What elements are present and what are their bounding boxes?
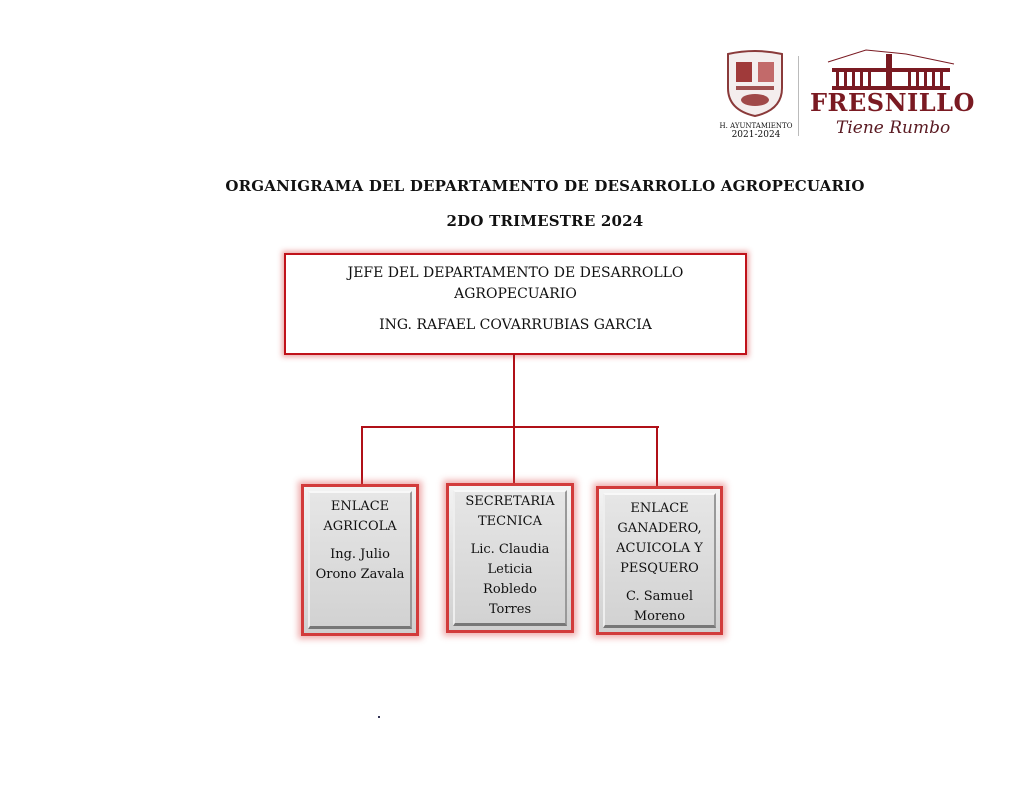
unit-name: Torres bbox=[488, 602, 532, 617]
stray-dot bbox=[378, 716, 380, 718]
org-node-enlace-ganadero: ENLACE GANADERO, ACUICOLA Y PESQUERO C. … bbox=[596, 486, 723, 635]
logo-divider bbox=[798, 56, 799, 136]
unit-role: PESQUERO bbox=[620, 561, 699, 576]
fresnillo-logo: H. AYUNTAMIENTO 2021-2024 FRESNILLO Tien… bbox=[718, 48, 974, 144]
connector bbox=[513, 426, 515, 485]
unit-name: Orono Zavala bbox=[315, 567, 405, 582]
unit-name: Leticia bbox=[487, 562, 533, 577]
unit-name: Moreno bbox=[633, 609, 686, 624]
connector bbox=[361, 426, 363, 486]
unit-name: Lic. Claudia bbox=[470, 542, 550, 557]
unit-name: C. Samuel bbox=[626, 589, 693, 604]
connector bbox=[656, 426, 658, 488]
unit-role: AGRICOLA bbox=[323, 519, 397, 534]
unit-name: Robledo bbox=[483, 582, 537, 597]
connector bbox=[513, 354, 515, 428]
org-node-enlace-agricola: ENLACE AGRICOLA Ing. Julio Orono Zavala bbox=[301, 484, 419, 636]
head-role-cont: AGROPECUARIO bbox=[454, 286, 577, 302]
brand-name: FRESNILLO bbox=[810, 88, 975, 117]
head-name: ING. RAFAEL COVARRUBIAS GARCIA bbox=[379, 317, 652, 333]
brand-slogan: Tiene Rumbo bbox=[836, 118, 951, 138]
unit-name: Ing. Julio bbox=[330, 547, 390, 562]
org-node-head: JEFE DEL DEPARTAMENTO DE DESARROLLO AGRO… bbox=[284, 253, 747, 355]
document-subtitle: 2DO TRIMESTRE 2024 bbox=[446, 212, 644, 230]
unit-role: GANADERO, bbox=[617, 521, 702, 536]
unit-role: ENLACE bbox=[330, 499, 390, 514]
seal-caption: H. AYUNTAMIENTO 2021-2024 bbox=[719, 122, 793, 140]
monument-icon bbox=[827, 49, 955, 90]
municipal-seal-icon bbox=[727, 50, 783, 118]
unit-role: ENLACE bbox=[630, 501, 689, 516]
unit-role: SECRETARIA bbox=[465, 494, 555, 509]
org-node-secretaria-tecnica: SECRETARIA TECNICA Lic. Claudia Leticia … bbox=[446, 483, 574, 633]
unit-role: TECNICA bbox=[478, 514, 542, 529]
unit-role: ACUICOLA Y bbox=[616, 541, 703, 556]
connector bbox=[361, 426, 659, 428]
document-title: ORGANIGRAMA DEL DEPARTAMENTO DE DESARROL… bbox=[225, 177, 865, 195]
head-role: JEFE DEL DEPARTAMENTO DE DESARROLLO bbox=[347, 265, 684, 281]
